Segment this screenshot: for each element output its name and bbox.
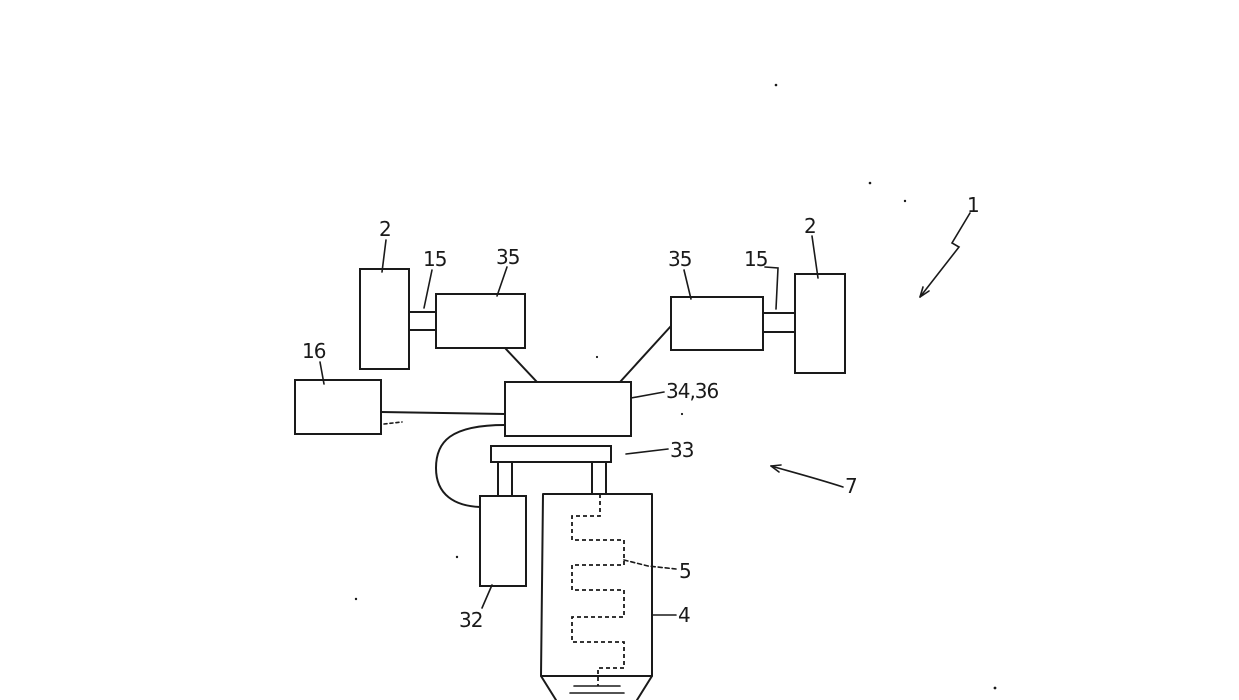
- box-16: [295, 380, 381, 434]
- label-16: 16: [302, 339, 326, 363]
- coil-5: [572, 494, 624, 686]
- label-32: 32: [459, 608, 482, 632]
- label-1: 1: [967, 193, 979, 217]
- label-35-left: 35: [496, 245, 519, 269]
- controller-34-36: [505, 382, 631, 436]
- label-2-left: 2: [379, 217, 391, 241]
- label-4: 4: [678, 603, 690, 627]
- label-33: 33: [670, 438, 694, 462]
- module-35-right: [671, 297, 763, 350]
- label-15-left: 15: [423, 247, 446, 271]
- label-2-right: 2: [804, 214, 816, 238]
- label-34-36: 34,36: [666, 379, 719, 403]
- module-35-left: [436, 294, 525, 348]
- leader-lines: [320, 213, 970, 615]
- label-15-right: 15: [744, 247, 767, 271]
- bar-33: [491, 446, 611, 496]
- label-7: 7: [845, 474, 857, 498]
- label-35-right: 35: [668, 247, 691, 271]
- shaft-15-right: [763, 313, 795, 332]
- label-5: 5: [679, 559, 691, 583]
- shaft-15-left: [409, 312, 436, 330]
- tank-4: [541, 494, 652, 700]
- unit-2-left: [360, 269, 409, 369]
- box-32: [480, 496, 526, 586]
- unit-2-right: [795, 274, 845, 373]
